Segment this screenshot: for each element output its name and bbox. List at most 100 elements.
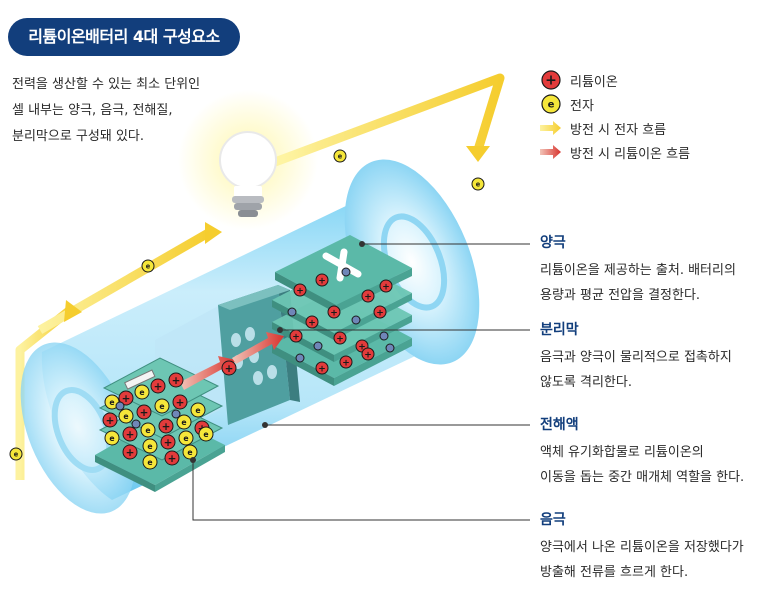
svg-text:e: e <box>123 412 128 421</box>
lithium-ion-particle: + <box>373 305 387 319</box>
legend-label: 전자 <box>570 98 594 114</box>
svg-text:+: + <box>126 447 135 459</box>
lithium-ion-particle: + <box>339 355 353 369</box>
svg-text:+: + <box>140 407 149 419</box>
legend-label: 리튬이온 <box>570 74 618 90</box>
ion-site <box>351 315 361 325</box>
component-anode: 음극 양극에서 나온 리튬이온을 저장했다가 방출해 전류를 흐르게 한다. <box>540 509 744 585</box>
particles-layer: e+e+++e+e+ee+e+e++e+eee+e++++++++++++++e… <box>9 149 485 470</box>
lithium-ion-particle: + <box>118 390 134 406</box>
component-text: 양극에서 나온 리튬이온을 저장했다가 <box>540 540 744 555</box>
ion-site <box>287 307 297 317</box>
leader-lines <box>192 243 530 521</box>
ion-site <box>313 341 323 351</box>
intro-text: 전력을 생산할 수 있는 최소 단위인 셀 내부는 양극, 음극, 전해질, 분… <box>12 72 242 150</box>
legend-item: e 전자 <box>540 92 690 116</box>
svg-text:+: + <box>126 429 135 441</box>
svg-text:e: e <box>195 406 200 415</box>
svg-text:e: e <box>183 434 188 443</box>
svg-text:+: + <box>358 342 366 352</box>
legend-label: 방전 시 리튬이온 흐름 <box>570 146 691 162</box>
legend: + 리튬이온 e 전자 방전 시 전자 흐름 방전 시 리튬이온 흐름 <box>540 68 690 164</box>
svg-text:+: + <box>106 415 115 427</box>
electron-particle: e <box>190 402 206 418</box>
lithium-ion-particle: + <box>122 444 138 460</box>
svg-text:e: e <box>145 426 150 435</box>
svg-text:+: + <box>318 364 326 374</box>
electron-particle: e <box>104 430 120 446</box>
lithium-ion-particle: + <box>160 434 176 450</box>
svg-text:+: + <box>154 381 163 393</box>
svg-text:+: + <box>382 282 390 292</box>
component-text: 방출해 전류를 흐르게 한다. <box>540 565 689 580</box>
lithium-ion-particle: + <box>379 279 393 293</box>
svg-text:+: + <box>330 308 338 318</box>
svg-text:e: e <box>147 442 152 451</box>
electron-icon: e <box>540 93 562 115</box>
svg-text:+: + <box>308 318 316 328</box>
electron-particle: e <box>198 426 214 442</box>
intro-line: 전력을 생산할 수 있는 최소 단위인 <box>12 77 201 92</box>
svg-text:e: e <box>159 402 164 411</box>
lithium-ion-particle: + <box>361 347 375 361</box>
svg-text:e: e <box>187 448 192 457</box>
svg-text:e: e <box>338 152 343 160</box>
ion-site <box>379 331 389 341</box>
intro-line: 분리막으로 구성돼 있다. <box>12 129 144 144</box>
electron-particle: e <box>118 408 134 424</box>
svg-text:+: + <box>164 437 173 449</box>
component-heading: 음극 <box>540 512 566 528</box>
lithium-ion-particle: + <box>150 378 166 394</box>
svg-text:+: + <box>172 375 181 387</box>
component-heading: 분리막 <box>540 322 579 338</box>
yellow-arrow-icon <box>540 117 562 139</box>
lithium-ion-particle: + <box>293 283 307 297</box>
lithium-ion-particle: + <box>315 361 329 375</box>
svg-text:e: e <box>146 262 151 270</box>
svg-text:e: e <box>109 398 114 407</box>
lithium-ion-particle: + <box>289 329 303 343</box>
red-arrow-icon <box>540 141 562 163</box>
component-heading: 양극 <box>540 235 566 251</box>
component-heading: 전해액 <box>540 417 579 433</box>
electron-particle: e <box>471 177 485 191</box>
legend-item: 방전 시 전자 흐름 <box>540 116 690 140</box>
lithium-ion-particle: + <box>158 418 174 434</box>
lithium-ion-particle: + <box>102 412 118 428</box>
lithium-ion-icon: + <box>540 69 562 91</box>
svg-text:+: + <box>168 453 177 465</box>
component-separator: 분리막 음극과 양극이 물리적으로 접촉하지 않도록 격리한다. <box>540 319 732 395</box>
component-text: 액체 유기화합물로 리튬이온의 <box>540 445 704 460</box>
lithium-ion-particle: + <box>172 394 188 410</box>
svg-text:e: e <box>181 418 186 427</box>
ion-flow-arrows <box>180 332 284 390</box>
ion-site <box>295 353 305 363</box>
svg-text:+: + <box>336 334 344 344</box>
component-text: 않도록 격리한다. <box>540 375 632 390</box>
svg-text:+: + <box>296 286 304 296</box>
svg-text:+: + <box>364 350 372 360</box>
lithium-ion-particle: + <box>168 372 184 388</box>
svg-text:+: + <box>545 73 557 89</box>
electron-particle: e <box>104 394 120 410</box>
cathode-plus-mark <box>322 248 362 282</box>
page-title: 리튬이온배터리 4대 구성요소 <box>8 18 240 56</box>
electron-particle: e <box>142 438 158 454</box>
lithium-ion-particle: + <box>221 360 237 376</box>
electron-particle: e <box>176 414 192 430</box>
electron-particle: e <box>140 422 156 438</box>
svg-text:e: e <box>109 434 114 443</box>
svg-text:+: + <box>376 308 384 318</box>
svg-text:e: e <box>476 180 481 188</box>
lithium-ion-particle: + <box>136 404 152 420</box>
component-text: 음극과 양극이 물리적으로 접촉하지 <box>540 350 732 365</box>
lithium-ion-particle: + <box>305 315 319 329</box>
ion-site <box>385 343 395 353</box>
electron-particle: e <box>182 444 198 460</box>
electron-particle: e <box>141 259 155 273</box>
lithium-ion-particle: + <box>327 305 341 319</box>
electron-particle: e <box>134 384 150 400</box>
svg-text:+: + <box>364 292 372 302</box>
svg-text:+: + <box>318 276 326 286</box>
